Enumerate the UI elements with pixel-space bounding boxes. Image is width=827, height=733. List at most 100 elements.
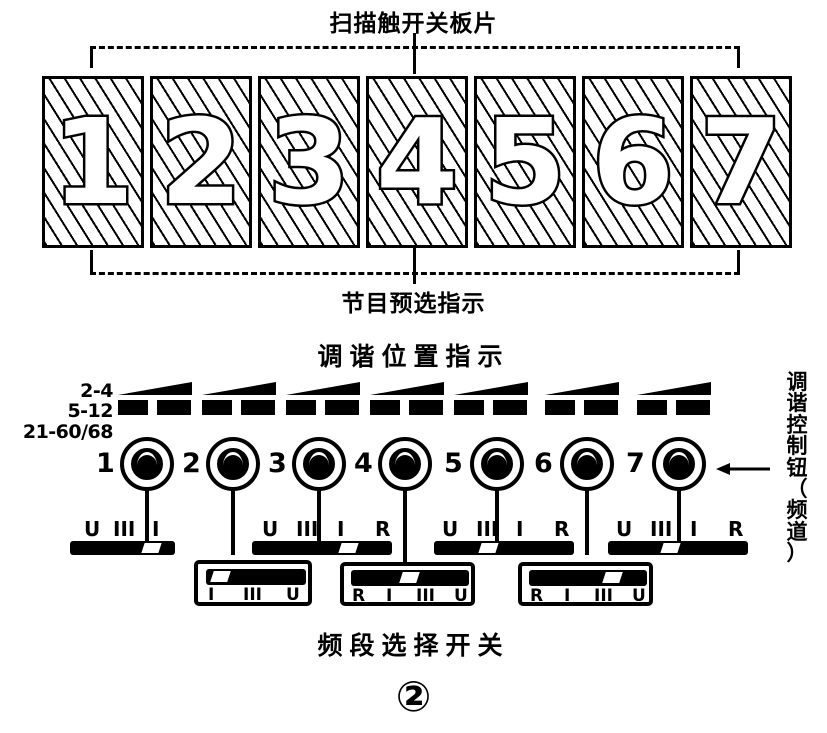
- switch-position-label: I: [208, 585, 215, 605]
- switch-position-label: U: [632, 586, 646, 606]
- switch-position-label: R: [530, 586, 544, 606]
- knob-number: 2: [182, 448, 201, 479]
- card-hatch-fill: [369, 79, 465, 245]
- vert-char: ）: [786, 541, 808, 566]
- knob-number: 3: [268, 448, 287, 479]
- knob-stem: [585, 489, 589, 555]
- card-number: 6: [589, 93, 676, 231]
- vert-char: 制: [786, 434, 808, 459]
- knob-number: 7: [626, 448, 645, 479]
- tuning-block-uhf: [493, 400, 527, 415]
- switch-position-label: III: [243, 585, 262, 605]
- leader-preset-caption: [413, 248, 416, 284]
- tuning-knob[interactable]: [120, 437, 174, 491]
- tuning-block-uhf: [325, 400, 359, 415]
- tuning-block-vhf-high: [118, 400, 148, 415]
- band-switch-slider-knob[interactable]: [338, 543, 359, 553]
- preset-card[interactable]: 3: [258, 76, 360, 248]
- switch-position-label: III: [594, 586, 613, 606]
- band-switch-housing[interactable]: I III U: [194, 560, 312, 606]
- switch-position-label: III: [476, 517, 499, 541]
- band-switch-slider[interactable]: [529, 570, 647, 586]
- preset-card[interactable]: 4: [366, 76, 468, 248]
- caption-tuning-position-indicator: 调谐位置指示: [317, 342, 510, 371]
- switch-position-label: III: [296, 517, 319, 541]
- tuning-block-uhf: [157, 400, 191, 415]
- tuning-knob[interactable]: [206, 437, 260, 491]
- tuning-knob[interactable]: [378, 437, 432, 491]
- switch-position-label: U: [286, 585, 300, 605]
- preset-card[interactable]: 5: [474, 76, 576, 248]
- band-switch-slider[interactable]: [434, 541, 574, 555]
- band-scale-label-2-4: 2-4: [80, 380, 113, 402]
- knob-stem: [145, 489, 149, 545]
- band-switch-housing[interactable]: R I III U: [340, 562, 475, 606]
- card-hatch-fill: [693, 79, 789, 245]
- tuning-block-vhf-high: [286, 400, 316, 415]
- caption-tuning-control-knob-vertical: 调 谐 控 制 钮 （ 频 道 ）: [780, 370, 814, 566]
- knob-face: [214, 445, 252, 483]
- tuning-wedge-vhf-low: [545, 382, 619, 395]
- tuning-knob[interactable]: [470, 437, 524, 491]
- vert-char: 控: [786, 412, 808, 437]
- band-scale-label-5-12: 5-12: [67, 400, 113, 422]
- switch-position-label: R: [554, 517, 570, 541]
- knob-stem: [317, 489, 321, 545]
- tuning-knob[interactable]: [652, 437, 706, 491]
- tuning-block-vhf-high: [454, 400, 484, 415]
- switch-position-label: I: [564, 586, 571, 606]
- card-number: 5: [481, 93, 568, 231]
- knob-highlight: [222, 451, 243, 466]
- band-switch-slider-knob[interactable]: [210, 571, 231, 582]
- band-switch-slider-knob[interactable]: [399, 572, 420, 583]
- tuning-block-vhf-high: [202, 400, 232, 415]
- bracket-left-end: [90, 46, 93, 68]
- card-hatch-fill: [585, 79, 681, 245]
- switch-position-label: R: [375, 517, 391, 541]
- knob-face: [660, 445, 698, 483]
- knob-face: [478, 445, 516, 483]
- card-number: 2: [157, 93, 244, 231]
- band-switch-slider-knob[interactable]: [478, 543, 499, 553]
- knob-face: [568, 445, 606, 483]
- tuning-wedge-vhf-low: [637, 382, 711, 395]
- knob-stem: [403, 489, 407, 569]
- tuning-wedge-vhf-low: [202, 382, 276, 395]
- tuning-block-uhf: [584, 400, 618, 415]
- band-switch-slider[interactable]: [252, 541, 392, 555]
- tuning-wedge-vhf-low: [370, 382, 444, 395]
- card-hatch-fill: [153, 79, 249, 245]
- card-hatch-fill: [45, 79, 141, 245]
- caption-scan-switch-plate: 扫描触开关板片: [329, 11, 498, 37]
- knob-face: [128, 445, 166, 483]
- switch-position-label: I: [386, 586, 393, 606]
- knob-highlight: [576, 451, 597, 466]
- preset-card[interactable]: 2: [150, 76, 252, 248]
- knob-highlight: [486, 451, 507, 466]
- vert-char: 频: [786, 498, 808, 523]
- band-switch-housing[interactable]: R I III U: [518, 562, 653, 606]
- switch-position-label: I: [152, 517, 160, 541]
- tuning-knob[interactable]: [292, 437, 346, 491]
- band-switch-slider[interactable]: [206, 569, 306, 585]
- tuning-block-uhf: [409, 400, 443, 415]
- preset-card[interactable]: 1: [42, 76, 144, 248]
- leader-top-caption: [413, 33, 416, 47]
- card-number: 1: [49, 93, 136, 231]
- preset-card[interactable]: 6: [582, 76, 684, 248]
- band-switch-slider-knob[interactable]: [141, 543, 162, 553]
- card-hatch-fill: [477, 79, 573, 245]
- knob-highlight: [668, 451, 689, 466]
- switch-position-label: R: [728, 517, 744, 541]
- tuning-knob[interactable]: [560, 437, 614, 491]
- knob-number: 1: [96, 448, 115, 479]
- card-number: 3: [265, 93, 352, 231]
- band-switch-slider-knob[interactable]: [660, 543, 681, 553]
- vert-char: 调: [786, 370, 808, 394]
- tuning-block-vhf-high: [545, 400, 575, 415]
- band-switch-slider-knob[interactable]: [602, 572, 623, 583]
- switch-position-label: U: [262, 517, 279, 541]
- card-number: 7: [697, 93, 784, 231]
- preset-card[interactable]: 7: [690, 76, 792, 248]
